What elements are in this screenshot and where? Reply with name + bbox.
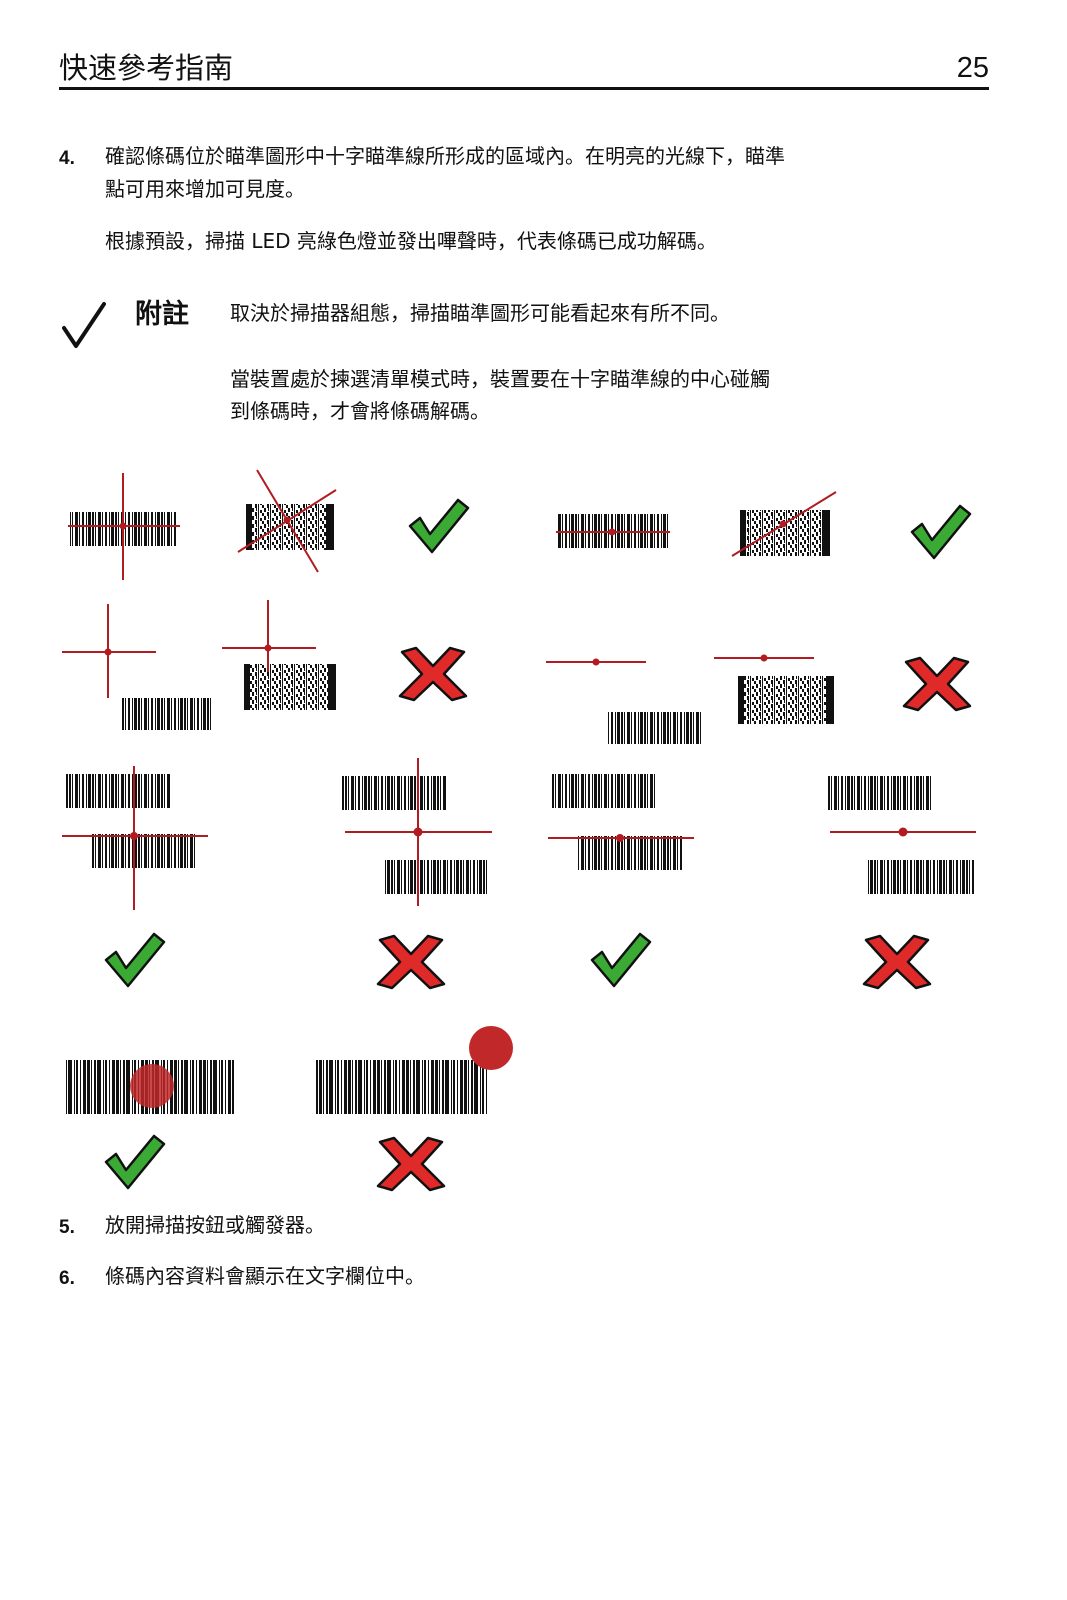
example-linear-off-crosshair: [62, 604, 212, 730]
default-led-text: 根據預設，掃描 LED 亮綠色燈並發出嗶聲時，代表條碼已成功解碼。: [105, 229, 717, 253]
page-number: 25: [956, 52, 989, 84]
step-5-text: 放開掃描按鈕或觸發器。: [105, 1213, 325, 1237]
aiming-examples-figure: [62, 469, 976, 1192]
example-2d-off-line: [714, 654, 834, 724]
check-icon: [590, 932, 652, 988]
note-check-icon: [62, 302, 106, 354]
cross-icon: [376, 1136, 446, 1192]
step-4-text-line2: 點可用來增加可見度。: [105, 177, 305, 201]
example-dot-on-barcode: [66, 1060, 234, 1114]
step-6-number: 6.: [59, 1268, 75, 1289]
example-2d-off-crosshair: [222, 600, 336, 710]
example-linear-off-line: [546, 658, 702, 744]
check-icon: [104, 1134, 166, 1190]
note-label: 附註: [135, 299, 189, 330]
check-icon: [910, 504, 972, 560]
header-rule: [59, 87, 989, 90]
step-4-number: 4.: [59, 148, 75, 169]
step-6-text: 條碼內容資料會顯示在文字欄位中。: [105, 1264, 425, 1288]
note-text-1: 取決於掃描器組態，掃描瞄準圖形可能看起來有所不同。: [230, 301, 730, 325]
example-picklist-crosshair-between: [342, 758, 492, 906]
example-dot-off-barcode: [316, 1026, 513, 1114]
cross-icon: [398, 646, 468, 702]
cross-icon: [376, 934, 446, 990]
step-5-number: 5.: [59, 1217, 75, 1238]
example-2d-centered-crosshair: [237, 469, 337, 573]
example-linear-centered-line: [556, 514, 670, 548]
check-icon: [408, 498, 470, 554]
example-picklist-line-between: [828, 776, 976, 894]
example-picklist-crosshair-on-lower: [62, 766, 208, 910]
cross-icon: [862, 934, 932, 990]
example-picklist-line-on-lower: [548, 774, 694, 870]
example-linear-centered-crosshair: [68, 473, 180, 580]
note-text-2-line1: 當裝置處於揀選清單模式時，裝置要在十字瞄準線的中心碰觸: [230, 367, 770, 391]
note-text-2-line2: 到條碼時，才會將條碼解碼。: [230, 399, 490, 423]
example-2d-centered-line: [731, 491, 837, 557]
cross-icon: [902, 656, 972, 712]
step-4-text-line1: 確認條碼位於瞄準圖形中十字瞄準線所形成的區域內。在明亮的光線下，瞄準: [105, 144, 785, 168]
page-header-title: 快速參考指南: [59, 51, 234, 85]
check-icon: [104, 932, 166, 988]
